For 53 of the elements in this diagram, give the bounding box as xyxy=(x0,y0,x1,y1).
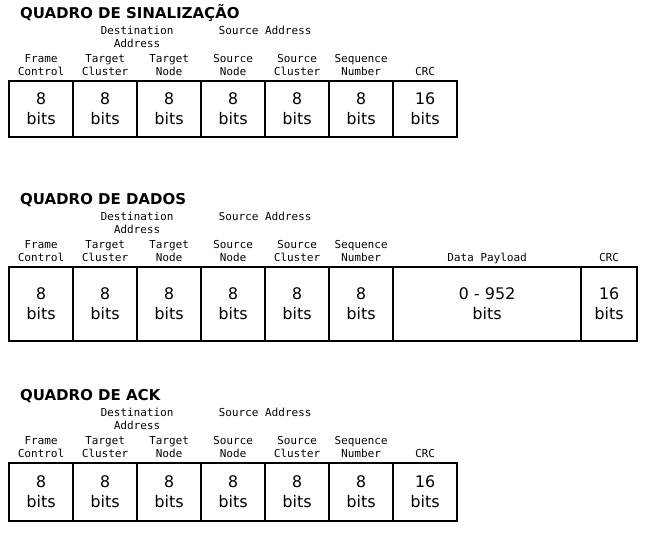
field-label: Source Cluster xyxy=(272,52,322,78)
field-label: Target Node xyxy=(148,52,190,78)
bit-width-cell: 8 bits xyxy=(72,462,138,522)
bit-width-cell: 8 bits xyxy=(136,266,202,342)
bit-width-cell: 8 bits xyxy=(264,266,330,342)
bit-width-cell: 8 bits xyxy=(328,266,394,342)
field-label: Frame Control xyxy=(16,238,66,264)
field-label: Data Payload xyxy=(447,251,527,264)
field-label: Target Cluster xyxy=(80,434,130,460)
field-label: Sequence Number xyxy=(334,434,388,460)
field-label: CRC xyxy=(415,65,435,78)
bit-width-cell: 8 bits xyxy=(264,462,330,522)
field-label: Target Node xyxy=(148,434,190,460)
field-group-label: Destination Address xyxy=(100,24,174,50)
field-group-label: Destination Address xyxy=(100,406,174,432)
bit-width-cell: 16 bits xyxy=(392,80,458,138)
field-label: Frame Control xyxy=(16,434,66,460)
bit-width-cell: 16 bits xyxy=(580,266,638,342)
bit-width-cell: 8 bits xyxy=(8,266,74,342)
bit-width-cell: 8 bits xyxy=(328,462,394,522)
field-label: Source Cluster xyxy=(272,238,322,264)
field-label: CRC xyxy=(599,251,619,264)
bit-width-cell: 8 bits xyxy=(264,80,330,138)
field-label: Target Cluster xyxy=(80,238,130,264)
field-label: Sequence Number xyxy=(334,52,388,78)
field-group-label: Source Address xyxy=(218,210,312,223)
field-label: Source Cluster xyxy=(272,434,322,460)
field-label: Frame Control xyxy=(16,52,66,78)
bit-width-cell: 8 bits xyxy=(200,266,266,342)
bit-width-cell: 8 bits xyxy=(200,462,266,522)
bit-width-cell: 16 bits xyxy=(392,462,458,522)
field-group-label: Destination Address xyxy=(100,210,174,236)
bit-width-cell: 8 bits xyxy=(328,80,394,138)
field-label: CRC xyxy=(415,447,435,460)
bit-width-cell: 8 bits xyxy=(136,462,202,522)
bit-width-cell: 8 bits xyxy=(72,80,138,138)
field-label: Source Node xyxy=(212,434,254,460)
bit-width-cell: 0 - 952 bits xyxy=(392,266,582,342)
field-label: Target Node xyxy=(148,238,190,264)
frame-title: QUADRO DE SINALIZAÇÃO xyxy=(20,4,240,22)
field-label: Sequence Number xyxy=(334,238,388,264)
bit-width-cell: 8 bits xyxy=(200,80,266,138)
bit-width-cell: 8 bits xyxy=(8,80,74,138)
field-group-label: Source Address xyxy=(218,406,312,419)
bit-width-cell: 8 bits xyxy=(8,462,74,522)
frame-title: QUADRO DE ACK xyxy=(20,386,160,404)
bit-width-cell: 8 bits xyxy=(72,266,138,342)
field-label: Source Node xyxy=(212,238,254,264)
field-label: Source Node xyxy=(212,52,254,78)
bit-width-cell: 8 bits xyxy=(136,80,202,138)
field-label: Target Cluster xyxy=(80,52,130,78)
field-group-label: Source Address xyxy=(218,24,312,37)
frame-title: QUADRO DE DADOS xyxy=(20,190,186,208)
